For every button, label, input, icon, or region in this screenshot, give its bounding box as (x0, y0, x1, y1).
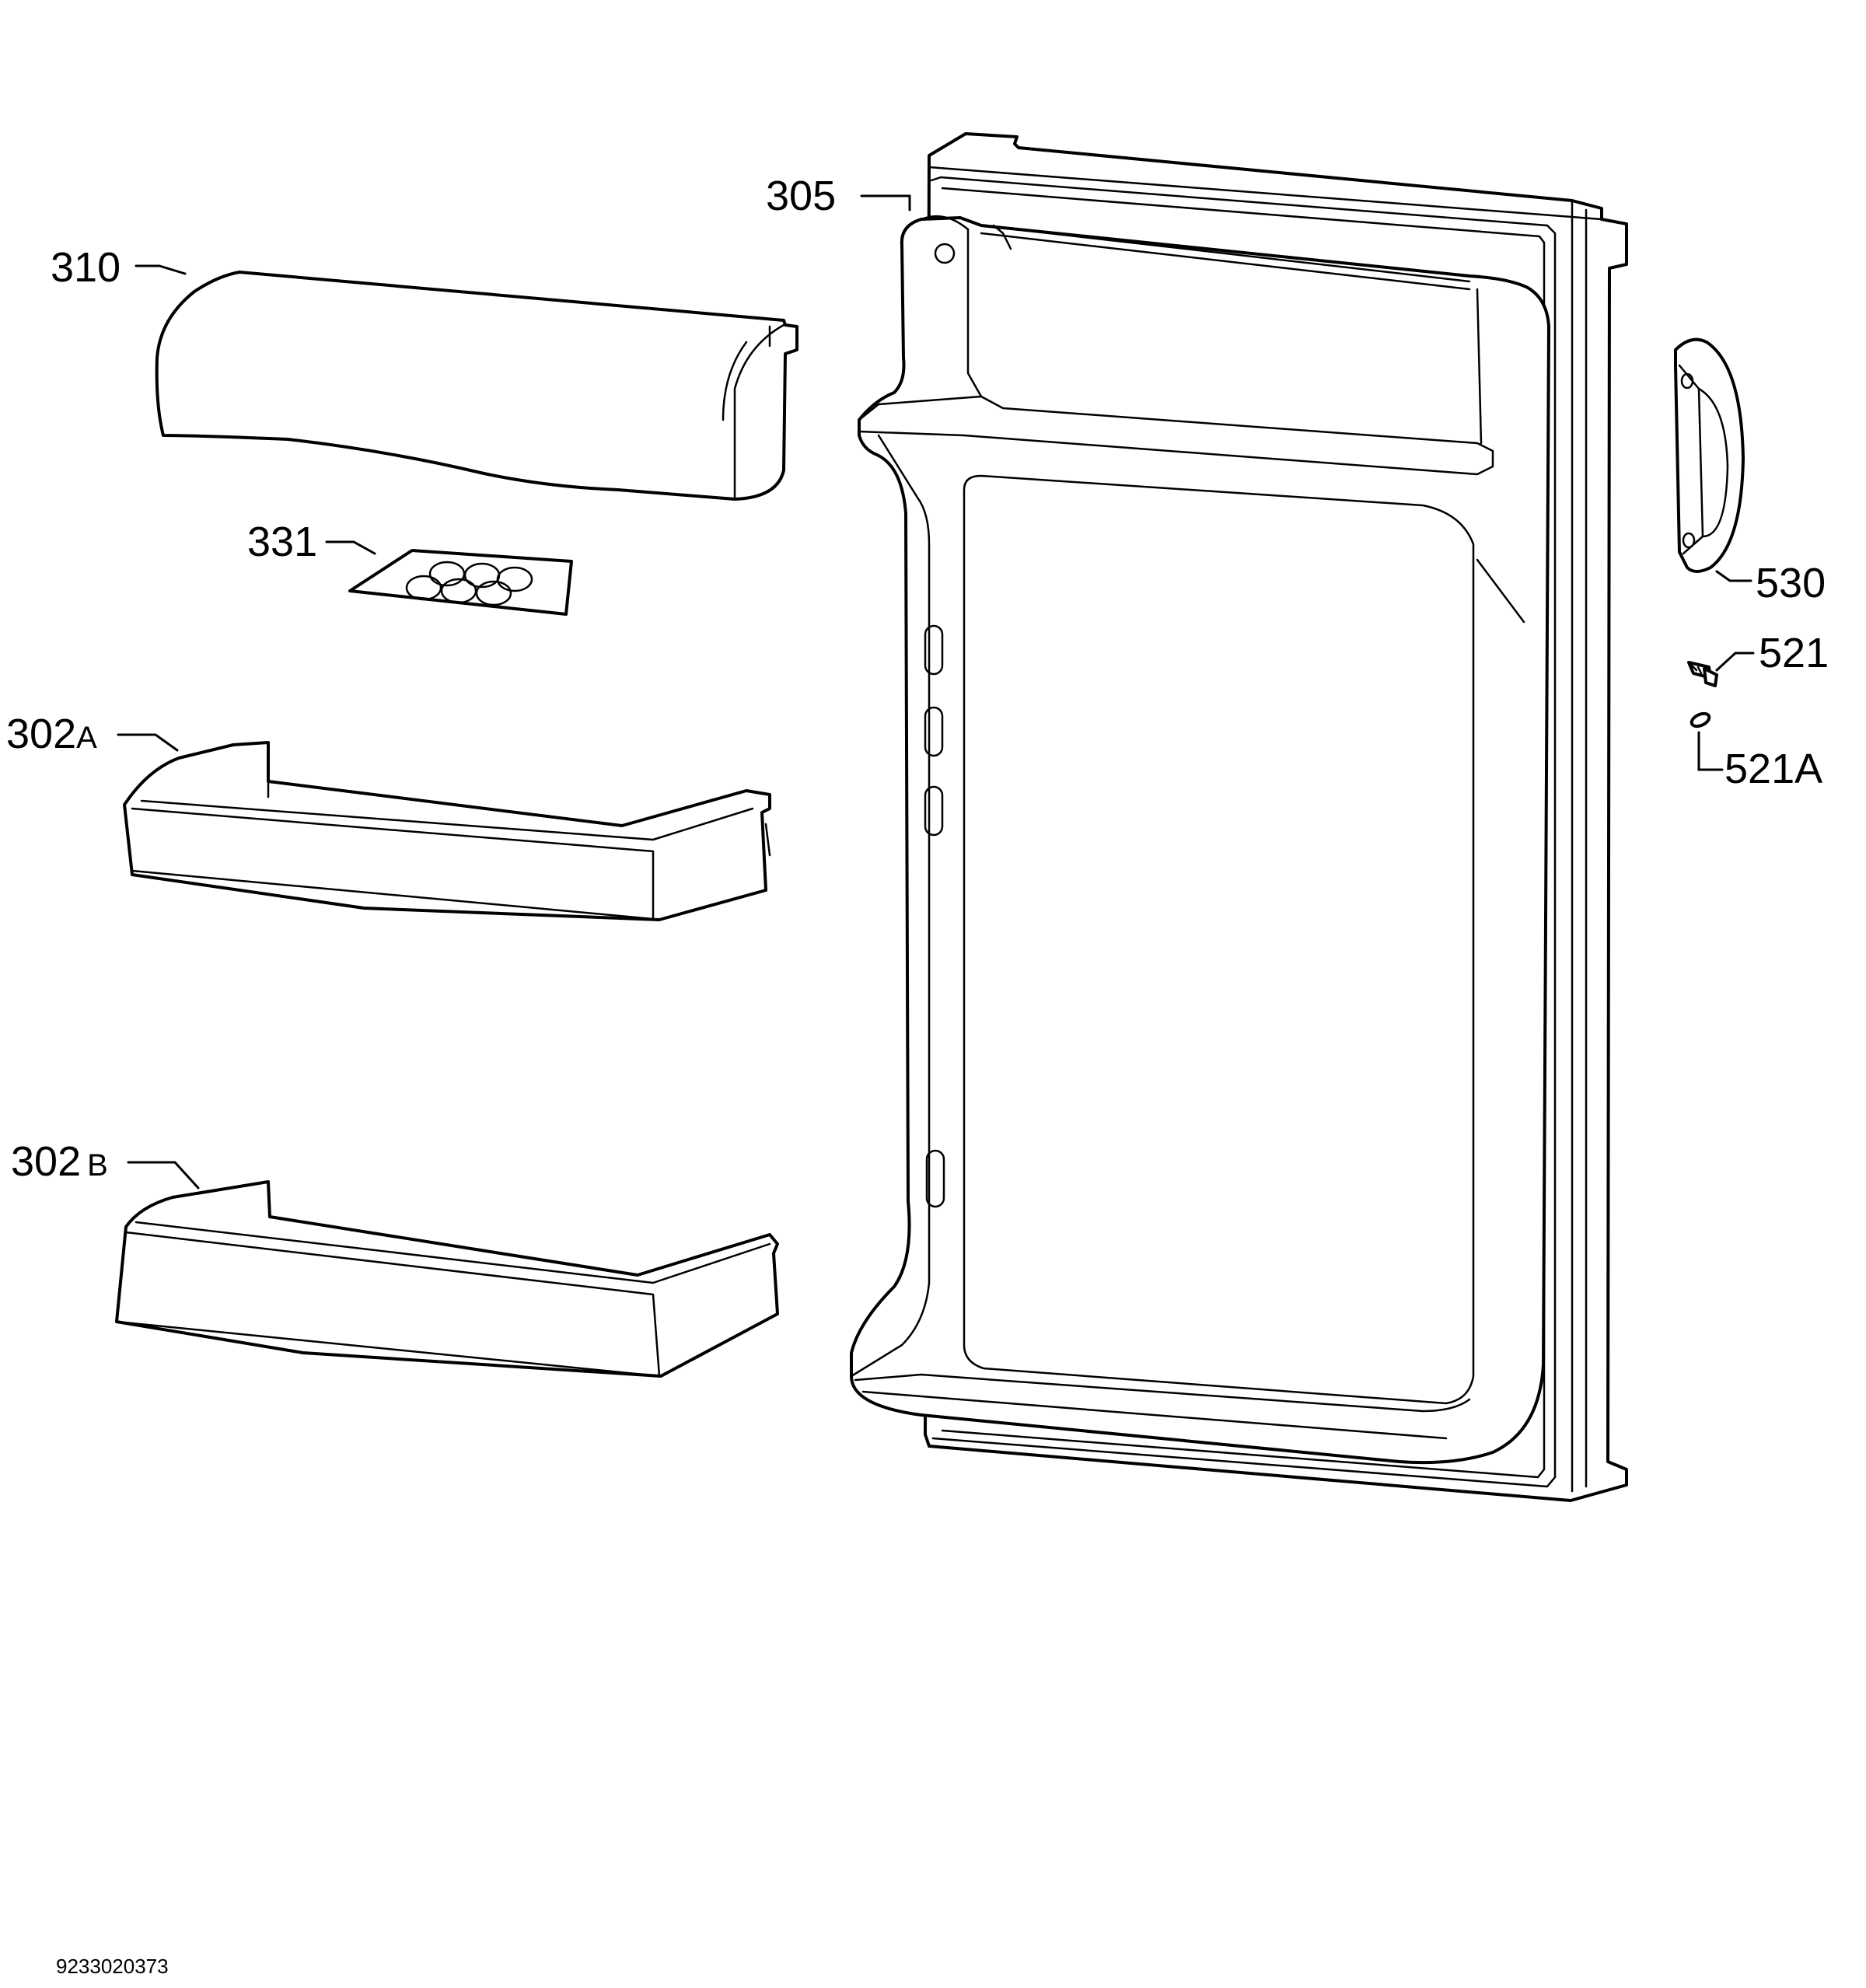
washer-521a[interactable] (1690, 711, 1711, 729)
door-shelf-302b[interactable] (115, 1180, 779, 1378)
label-530: 530 (1756, 560, 1826, 606)
label-302a-number: 302 (6, 711, 76, 757)
document-id: 9233020373 (56, 1955, 169, 1978)
label-302a-suffix: A (76, 721, 97, 755)
label-302b-number: 302 (11, 1138, 81, 1185)
leader-lines (117, 194, 1755, 1190)
label-310: 310 (51, 244, 121, 291)
egg-tray-331[interactable] (348, 549, 573, 616)
door-handle-530[interactable] (1674, 337, 1745, 573)
door-305[interactable] (850, 132, 1628, 1502)
door-shelf-302a[interactable] (123, 741, 771, 921)
dairy-cover-310[interactable] (155, 271, 798, 501)
label-305: 305 (766, 173, 836, 219)
label-302b-suffix: B (87, 1148, 108, 1183)
label-331: 331 (247, 519, 317, 565)
label-521a: 521A (1724, 746, 1822, 792)
label-302a: 302A (6, 711, 97, 757)
screw-521[interactable] (1687, 661, 1718, 687)
label-521: 521 (1759, 630, 1829, 676)
